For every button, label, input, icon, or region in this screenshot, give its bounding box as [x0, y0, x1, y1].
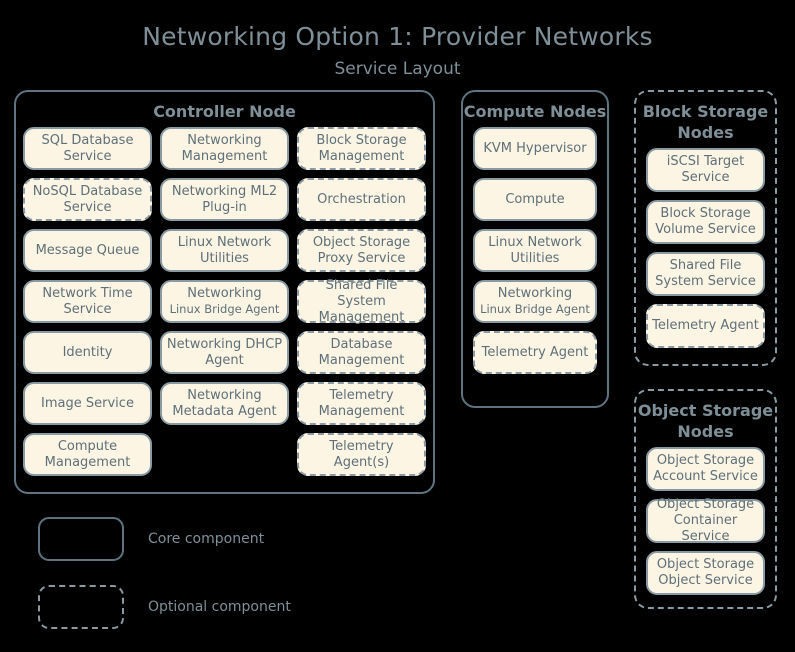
component-card[interactable]: NoSQL Database Service: [23, 178, 152, 221]
compute-nodes-title: Compute Nodes: [463, 102, 607, 121]
component-card-label: Telemetry Agent: [652, 318, 759, 333]
component-card[interactable]: SQL Database Service: [23, 127, 152, 170]
controller-node-component-grid: SQL Database Service Networking Managemen…: [16, 125, 433, 476]
component-card-sublabel: Linux Bridge Agent: [169, 302, 280, 316]
component-card[interactable]: Networking ML2 Plug-in: [160, 178, 289, 221]
page-subtitle: Service Layout: [334, 59, 461, 79]
component-card-label: Telemetry Agent(s): [329, 438, 394, 470]
component-card-label: Networking Metadata Agent: [172, 387, 277, 419]
component-card[interactable]: Database Management: [297, 331, 426, 374]
component-card[interactable]: Networking Metadata Agent: [160, 382, 289, 425]
component-card-label: Object Storage Proxy Service: [312, 234, 411, 266]
component-card-label: KVM Hypervisor: [483, 140, 587, 156]
component-card[interactable]: Linux Network Utilities: [473, 229, 597, 272]
component-card-label: Linux Network Utilities: [177, 234, 272, 266]
component-card[interactable]: Shared File System Management: [297, 277, 426, 325]
component-card-label: Shared File System Service: [655, 258, 756, 289]
object-storage-nodes-group: Object Storage Nodes Object Storage Acco…: [634, 389, 777, 609]
component-card[interactable]: Networking Management: [160, 127, 289, 170]
component-card[interactable]: iSCSI Target Service: [646, 148, 765, 192]
component-card[interactable]: KVM Hypervisor: [473, 127, 597, 170]
component-card[interactable]: Telemetry Agent: [646, 304, 765, 348]
component-card[interactable]: Block Storage Management: [297, 127, 426, 170]
component-card-label: Networking DHCP Agent: [166, 336, 283, 368]
legend-swatch-solid: [38, 517, 124, 561]
component-card[interactable]: Compute Management: [23, 433, 152, 476]
legend-swatch-dashed: [38, 585, 124, 629]
component-card[interactable]: Object Storage Container Service: [646, 497, 765, 544]
component-card[interactable]: Identity: [23, 331, 152, 374]
legend: Core component Optional component: [38, 516, 438, 652]
component-card-label: Object Storage Container Service: [656, 497, 755, 544]
component-card-label: Compute Management: [44, 438, 131, 470]
component-card[interactable]: Linux Network Utilities: [160, 229, 289, 272]
component-card-sublabel: Linux Bridge Agent: [480, 302, 590, 316]
component-card[interactable]: Object Storage Proxy Service: [297, 229, 426, 272]
component-card[interactable]: Message Queue: [23, 229, 152, 272]
component-card-label: Block Storage Management: [316, 132, 407, 164]
component-card-label: Identity: [62, 344, 113, 360]
component-card[interactable]: Shared File System Service: [646, 252, 765, 296]
component-card-label: Message Queue: [35, 242, 140, 258]
component-card-label: Shared File System Management: [318, 277, 405, 325]
component-card-label: Networking: [497, 286, 573, 301]
diagram-header: Networking Option 1: Provider Networks S…: [0, 22, 795, 80]
component-card-label: Image Service: [41, 395, 134, 411]
component-card[interactable]: Object Storage Object Service: [646, 551, 765, 595]
component-card[interactable]: Compute: [473, 178, 597, 221]
component-card-label: Block Storage Volume Service: [655, 206, 756, 237]
component-card-label: SQL Database Service: [41, 132, 134, 164]
component-card[interactable]: Orchestration: [297, 178, 426, 221]
component-card-label: NoSQL Database Service: [32, 183, 143, 215]
legend-label-optional: Optional component: [148, 599, 291, 615]
component-card-label: Networking ML2 Plug-in: [171, 183, 278, 215]
component-card[interactable]: Telemetry Agent(s): [297, 433, 426, 476]
legend-item-core: Core component: [38, 516, 438, 562]
page-title: Networking Option 1: Provider Networks: [142, 22, 653, 51]
component-card-label: Object Storage Object Service: [656, 557, 755, 588]
component-card-label: Networking Management: [181, 132, 268, 164]
component-card-label: Database Management: [318, 336, 405, 368]
component-card-label: Networking: [187, 286, 262, 301]
legend-label-core: Core component: [148, 531, 265, 547]
component-card-label: iSCSI Target Service: [666, 154, 745, 185]
component-card[interactable]: Telemetry Agent: [473, 331, 597, 374]
component-card-label: Telemetry Agent: [481, 344, 589, 360]
component-card-label: Object Storage Account Service: [653, 453, 758, 484]
component-card[interactable]: Image Service: [23, 382, 152, 425]
component-card[interactable]: Telemetry Management: [297, 382, 426, 425]
component-card-label: Network Time Service: [42, 285, 133, 317]
controller-node-title: Controller Node: [153, 102, 296, 121]
component-card[interactable]: Network Time Service: [23, 280, 152, 323]
component-card-label: Compute: [505, 191, 565, 207]
component-card-label: Orchestration: [317, 191, 406, 207]
component-card-label: Telemetry Management: [318, 387, 405, 419]
component-card[interactable]: Object Storage Account Service: [646, 447, 765, 491]
component-card[interactable]: Networking DHCP Agent: [160, 331, 289, 374]
object-storage-nodes-title: Object Storage Nodes: [637, 401, 774, 441]
block-storage-nodes-group: Block Storage Nodes iSCSI Target Service…: [634, 90, 777, 366]
legend-item-optional: Optional component: [38, 584, 438, 630]
component-card-placeholder: [160, 433, 289, 476]
component-card[interactable]: Block Storage Volume Service: [646, 200, 765, 244]
block-storage-nodes-title: Block Storage Nodes: [642, 102, 769, 142]
component-card-label: Linux Network Utilities: [488, 234, 582, 266]
